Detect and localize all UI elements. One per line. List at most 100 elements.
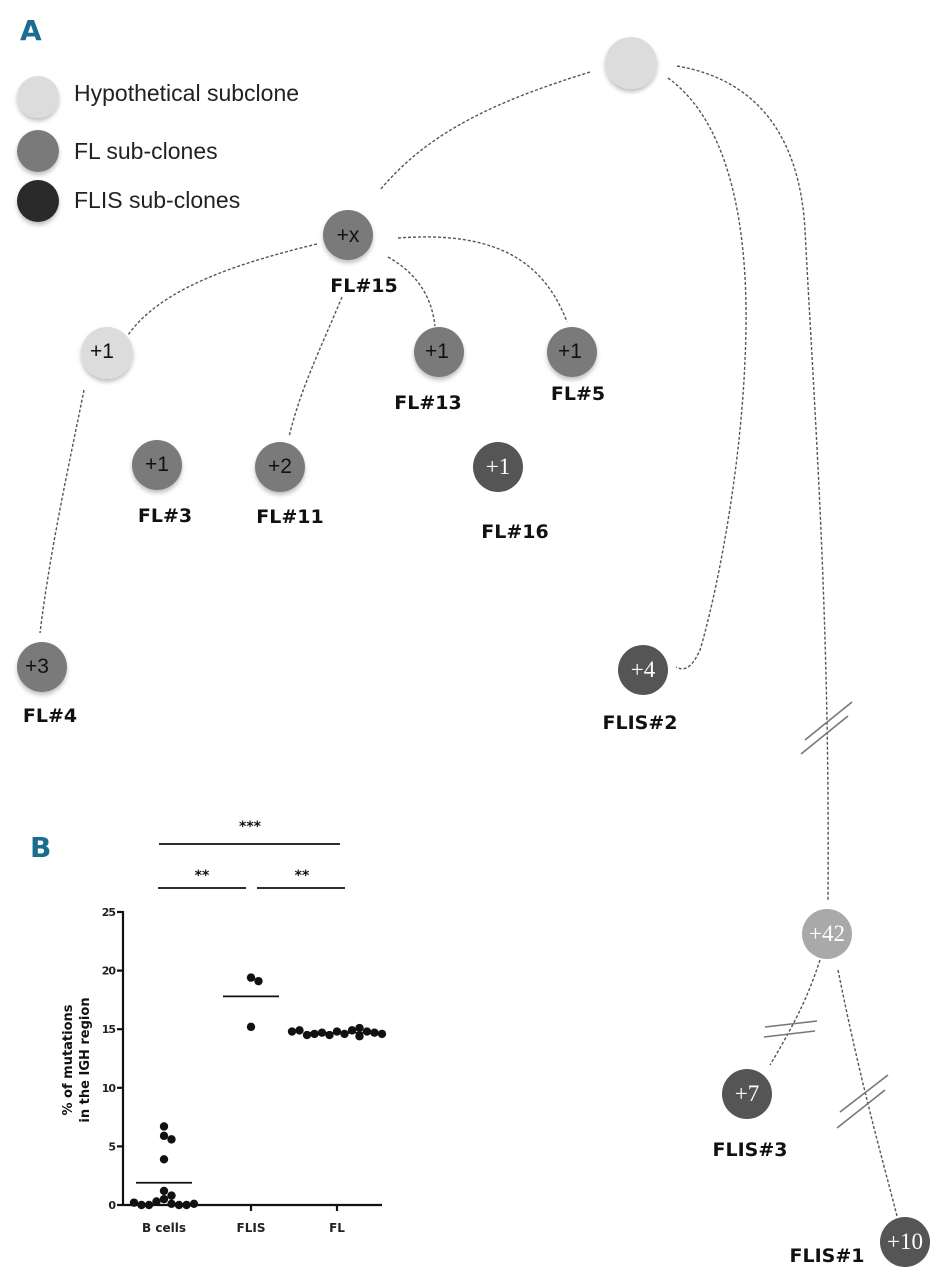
- node-label: FL#11: [256, 506, 323, 528]
- y-tick-label: 5: [108, 1140, 115, 1153]
- node-value: +1: [486, 454, 510, 479]
- node-plus42: +42: [802, 909, 852, 959]
- node-fl11: +2 FL#11: [255, 442, 324, 528]
- data-point-b-cells: [174, 1200, 184, 1210]
- chart-marks: [129, 973, 387, 1210]
- data-point-b-cells: [167, 1191, 176, 1200]
- legend-swatch-fl: [17, 130, 59, 172]
- edge-hyp1-fl4: [39, 389, 85, 634]
- node-circle: [802, 909, 852, 959]
- data-point-b-cells: [182, 1200, 191, 1210]
- node-label: FL#4: [23, 705, 77, 727]
- y-tick-label: 0: [108, 1199, 116, 1212]
- node-flis2: +4 FLIS#2: [603, 645, 677, 734]
- data-point-b-cells: [159, 1155, 169, 1164]
- node-value: +10: [887, 1229, 923, 1254]
- data-point-fl: [355, 1023, 364, 1033]
- legend-item-hypothetical: Hypothetical subclone: [17, 76, 299, 118]
- node-circle: [132, 440, 182, 490]
- data-point-fl: [340, 1029, 349, 1039]
- edge-root-fl15: [379, 71, 591, 191]
- data-point-b-cells: [159, 1122, 169, 1131]
- data-point-flis: [246, 1022, 256, 1032]
- edge-fl15-fl5: [397, 236, 568, 323]
- legend-swatch-flis: [17, 180, 59, 222]
- legend-item-fl: FL sub-clones: [17, 130, 218, 172]
- tree-nodes: +x FL#15 +1 +1 FL#13 +1 FL#5 +1 FL#3: [17, 37, 930, 1267]
- data-point-fl: [370, 1028, 379, 1037]
- node-fl13: +1 FL#13: [394, 327, 464, 414]
- data-point-b-cells: [144, 1200, 154, 1210]
- data-point-b-cells: [167, 1199, 176, 1209]
- node-label: FLIS#1: [790, 1245, 865, 1267]
- node-label: FL#16: [481, 521, 548, 543]
- break-mark-n42-flis3: [763, 1020, 818, 1038]
- node-value: +1: [90, 340, 114, 363]
- legend-label: Hypothetical subclone: [74, 80, 299, 106]
- node-value: +x: [337, 224, 360, 247]
- x-tick-label: FLIS: [237, 1221, 266, 1235]
- break-marks: [763, 701, 889, 1129]
- node-hyp1: +1: [81, 327, 133, 379]
- node-value: +4: [631, 657, 656, 682]
- node-fl16: +1 FL#16: [473, 442, 549, 543]
- data-point-fl: [362, 1027, 372, 1036]
- legend-label: FL sub-clones: [74, 138, 218, 164]
- node-flis3: +7 FLIS#3: [713, 1069, 788, 1161]
- y-tick-label: 20: [102, 965, 117, 978]
- node-circle: [605, 37, 657, 89]
- edge-fl15-hyp1: [127, 243, 318, 336]
- y-axis-label-line1: % of mutations: [61, 1004, 76, 1115]
- node-flis1: +10 FLIS#1: [790, 1217, 930, 1267]
- panel-b-letter: B: [30, 831, 51, 864]
- node-label: FL#3: [138, 505, 192, 527]
- node-circle: [880, 1217, 930, 1267]
- break-mark-root-n42: [800, 701, 853, 755]
- node-circle: [547, 327, 597, 377]
- node-label: FLIS#3: [713, 1139, 788, 1161]
- node-label: FL#13: [394, 392, 461, 414]
- data-point-b-cells: [189, 1199, 199, 1209]
- y-tick-label: 10: [102, 1082, 117, 1095]
- legend: Hypothetical subclone FL sub-clones FLIS…: [17, 76, 299, 222]
- sig-label-bcells-fl: ***: [239, 819, 262, 835]
- data-point-b-cells: [159, 1186, 169, 1196]
- node-fl4: +3 FL#4: [17, 642, 77, 727]
- node-circle: [722, 1069, 772, 1119]
- data-point-b-cells: [137, 1200, 146, 1210]
- legend-label: FLIS sub-clones: [74, 187, 240, 213]
- node-circle: [81, 327, 133, 379]
- panel-b: B *** ** ** % of mutations in the IGH re…: [30, 819, 387, 1235]
- y-axis-label: % of mutations in the IGH region: [61, 997, 93, 1122]
- node-circle: [255, 442, 305, 492]
- node-value: +2: [268, 455, 292, 478]
- node-root: [605, 37, 657, 89]
- y-tick-label: 25: [102, 906, 116, 919]
- data-point-fl: [295, 1026, 304, 1035]
- data-point-fl: [287, 1027, 297, 1036]
- data-point-fl: [332, 1027, 342, 1036]
- data-point-fl: [310, 1029, 319, 1039]
- sig-label-flis-fl: **: [295, 868, 310, 884]
- node-value: +1: [145, 453, 169, 476]
- tree-edges: [39, 65, 898, 1217]
- data-point-fl: [355, 1032, 364, 1041]
- y-axis-label-line2: in the IGH region: [78, 997, 93, 1122]
- legend-item-flis: FLIS sub-clones: [17, 180, 240, 222]
- node-label: FL#15: [330, 275, 397, 297]
- edge-fl15-fl11: [288, 296, 343, 438]
- edge-n42-flis1: [837, 969, 898, 1217]
- legend-swatch-hypothetical: [17, 76, 59, 118]
- node-value: +42: [809, 921, 845, 946]
- edge-root-n42: [676, 65, 829, 901]
- node-circle: [473, 442, 523, 492]
- node-fl15: +x FL#15: [323, 210, 398, 297]
- node-circle: [414, 327, 464, 377]
- node-value: +1: [558, 340, 582, 363]
- node-value: +1: [425, 340, 449, 363]
- data-point-b-cells: [167, 1135, 176, 1144]
- x-tick-label: FL: [329, 1221, 345, 1235]
- edge-root-flis2: [667, 77, 747, 670]
